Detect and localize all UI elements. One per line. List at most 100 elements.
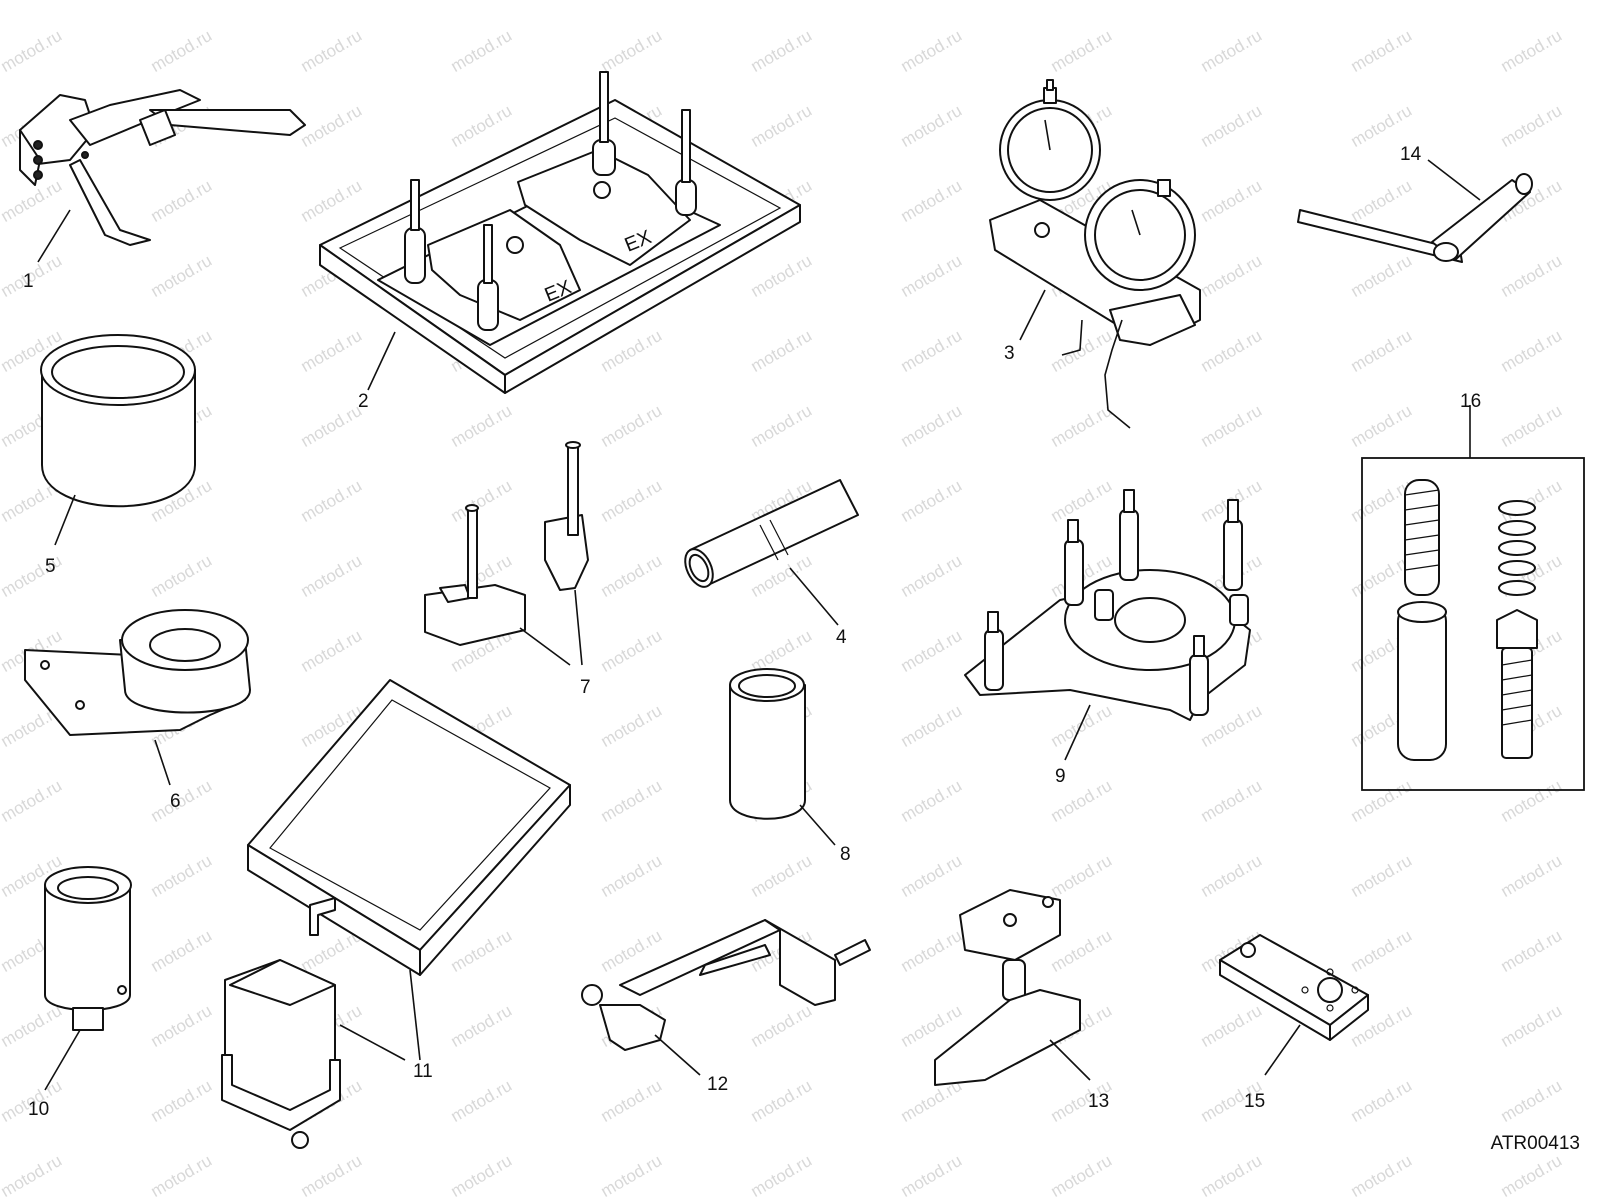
callout-6: 6 bbox=[170, 791, 181, 812]
watermark-text: motod.ru bbox=[1197, 1151, 1265, 1200]
watermark-text: motod.ru bbox=[897, 101, 965, 151]
callout-10: 10 bbox=[28, 1099, 50, 1120]
watermark-text: motod.ru bbox=[897, 26, 965, 76]
watermark-text: motod.ru bbox=[447, 0, 515, 1]
watermark-text: motod.ru bbox=[1347, 326, 1415, 376]
tool-1-drawing bbox=[19, 89, 306, 263]
watermark-text: motod.ru bbox=[1497, 251, 1565, 301]
watermark-text: motod.ru bbox=[447, 476, 515, 526]
callout-9: 9 bbox=[1055, 766, 1066, 787]
watermark-text: motod.ru bbox=[597, 476, 665, 526]
watermark-text: motod.ru bbox=[447, 401, 515, 451]
callout-2: 2 bbox=[358, 391, 369, 412]
watermark-text: motod.ru bbox=[897, 1151, 965, 1200]
watermark-text: motod.ru bbox=[297, 401, 365, 451]
watermark-text: motod.ru bbox=[297, 176, 365, 226]
callout-12: 12 bbox=[707, 1074, 729, 1095]
watermark-text: motod.ru bbox=[0, 0, 65, 1]
watermark-text: motod.ru bbox=[297, 101, 365, 151]
tool-5-drawing bbox=[40, 334, 196, 546]
tool-8-drawing bbox=[729, 668, 836, 846]
watermark-text: motod.ru bbox=[447, 1001, 515, 1051]
watermark-text: motod.ru bbox=[1197, 1001, 1265, 1051]
watermark-text: motod.ru bbox=[1047, 0, 1115, 1]
watermark-text: motod.ru bbox=[0, 26, 65, 76]
watermark-text: motod.ru bbox=[597, 1076, 665, 1126]
watermark-text: motod.ru bbox=[1197, 176, 1265, 226]
watermark-text: motod.ru bbox=[1047, 476, 1115, 526]
watermark-text: motod.ru bbox=[1497, 1151, 1565, 1200]
watermark-text: motod.ru bbox=[447, 1151, 515, 1200]
watermark-text: motod.ru bbox=[1347, 0, 1415, 1]
watermark-text: motod.ru bbox=[147, 176, 215, 226]
tool-15-drawing bbox=[1219, 934, 1369, 1076]
watermark-text: motod.ru bbox=[1497, 401, 1565, 451]
watermark-text: motod.ru bbox=[1197, 251, 1265, 301]
watermark-text: motod.ru bbox=[747, 1076, 815, 1126]
watermark-text: motod.ru bbox=[1347, 1076, 1415, 1126]
watermark-text: motod.ru bbox=[1347, 926, 1415, 976]
watermark-text: motod.ru bbox=[897, 251, 965, 301]
watermark-text: motod.ru bbox=[1347, 1151, 1415, 1200]
watermark-text: motod.ru bbox=[0, 1151, 65, 1200]
watermark-text: motod.ru bbox=[597, 701, 665, 751]
watermark-text: motod.ru bbox=[147, 251, 215, 301]
tool-9-drawing bbox=[964, 489, 1251, 761]
watermark-text: motod.ru bbox=[897, 626, 965, 676]
watermark-text: motod.ru bbox=[1497, 776, 1565, 826]
watermark-text: motod.ru bbox=[1047, 26, 1115, 76]
watermark-text: motod.ru bbox=[1347, 176, 1415, 226]
watermark-text: motod.ru bbox=[597, 401, 665, 451]
watermark-text: motod.ru bbox=[1197, 326, 1265, 376]
watermark-text: motod.ru bbox=[1347, 851, 1415, 901]
tool-3-drawing bbox=[989, 79, 1201, 429]
watermark-text: motod.ru bbox=[897, 0, 965, 1]
watermark-text: motod.ru bbox=[0, 776, 65, 826]
watermark-text: motod.ru bbox=[147, 926, 215, 976]
watermark-text: motod.ru bbox=[1497, 26, 1565, 76]
watermark-text: motod.ru bbox=[1497, 476, 1565, 526]
watermark-text: motod.ru bbox=[1347, 251, 1415, 301]
watermark-text: motod.ru bbox=[1347, 776, 1415, 826]
tool-7-drawing bbox=[424, 441, 589, 666]
watermark-text: motod.ru bbox=[297, 326, 365, 376]
callout-5: 5 bbox=[45, 556, 56, 577]
watermark-text: motod.ru bbox=[1497, 101, 1565, 151]
watermark-text: motod.ru bbox=[1197, 26, 1265, 76]
watermark-text: motod.ru bbox=[897, 926, 965, 976]
tool-12-drawing bbox=[581, 919, 871, 1076]
watermark-text: motod.ru bbox=[747, 101, 815, 151]
callout-14: 14 bbox=[1400, 144, 1422, 165]
watermark-text: motod.ru bbox=[297, 0, 365, 1]
watermark-text: motod.ru bbox=[0, 1001, 65, 1051]
watermark-text: motod.ru bbox=[1497, 0, 1565, 1]
watermark-text: motod.ru bbox=[147, 1151, 215, 1200]
watermark-text: motod.ru bbox=[297, 1151, 365, 1200]
watermark-text: motod.ru bbox=[897, 476, 965, 526]
tool-2-drawing: EX EX bbox=[319, 71, 801, 394]
watermark-text: motod.ru bbox=[297, 26, 365, 76]
tool-16-drawing bbox=[1361, 405, 1585, 791]
watermark-text: motod.ru bbox=[1497, 1001, 1565, 1051]
watermark-text: motod.ru bbox=[1047, 1151, 1115, 1200]
watermark-text: motod.ru bbox=[1197, 401, 1265, 451]
callout-1: 1 bbox=[23, 271, 34, 292]
watermark-text: motod.ru bbox=[597, 626, 665, 676]
watermark-text: motod.ru bbox=[447, 26, 515, 76]
watermark-text: motod.ru bbox=[747, 326, 815, 376]
watermark-text: motod.ru bbox=[597, 551, 665, 601]
watermark-text: motod.ru bbox=[597, 1151, 665, 1200]
watermark-text: motod.ru bbox=[447, 1076, 515, 1126]
watermark-text: motod.ru bbox=[147, 851, 215, 901]
watermark-text: motod.ru bbox=[1197, 776, 1265, 826]
tool-10-drawing bbox=[44, 866, 132, 1091]
watermark-text: motod.ru bbox=[1497, 926, 1565, 976]
watermark-text: motod.ru bbox=[747, 251, 815, 301]
watermark-text: motod.ru bbox=[1347, 26, 1415, 76]
watermark-text: motod.ru bbox=[1497, 851, 1565, 901]
watermark-text: motod.ru bbox=[897, 176, 965, 226]
watermark-text: motod.ru bbox=[747, 0, 815, 1]
watermark-text: motod.ru bbox=[147, 776, 215, 826]
watermark-text: motod.ru bbox=[1197, 851, 1265, 901]
